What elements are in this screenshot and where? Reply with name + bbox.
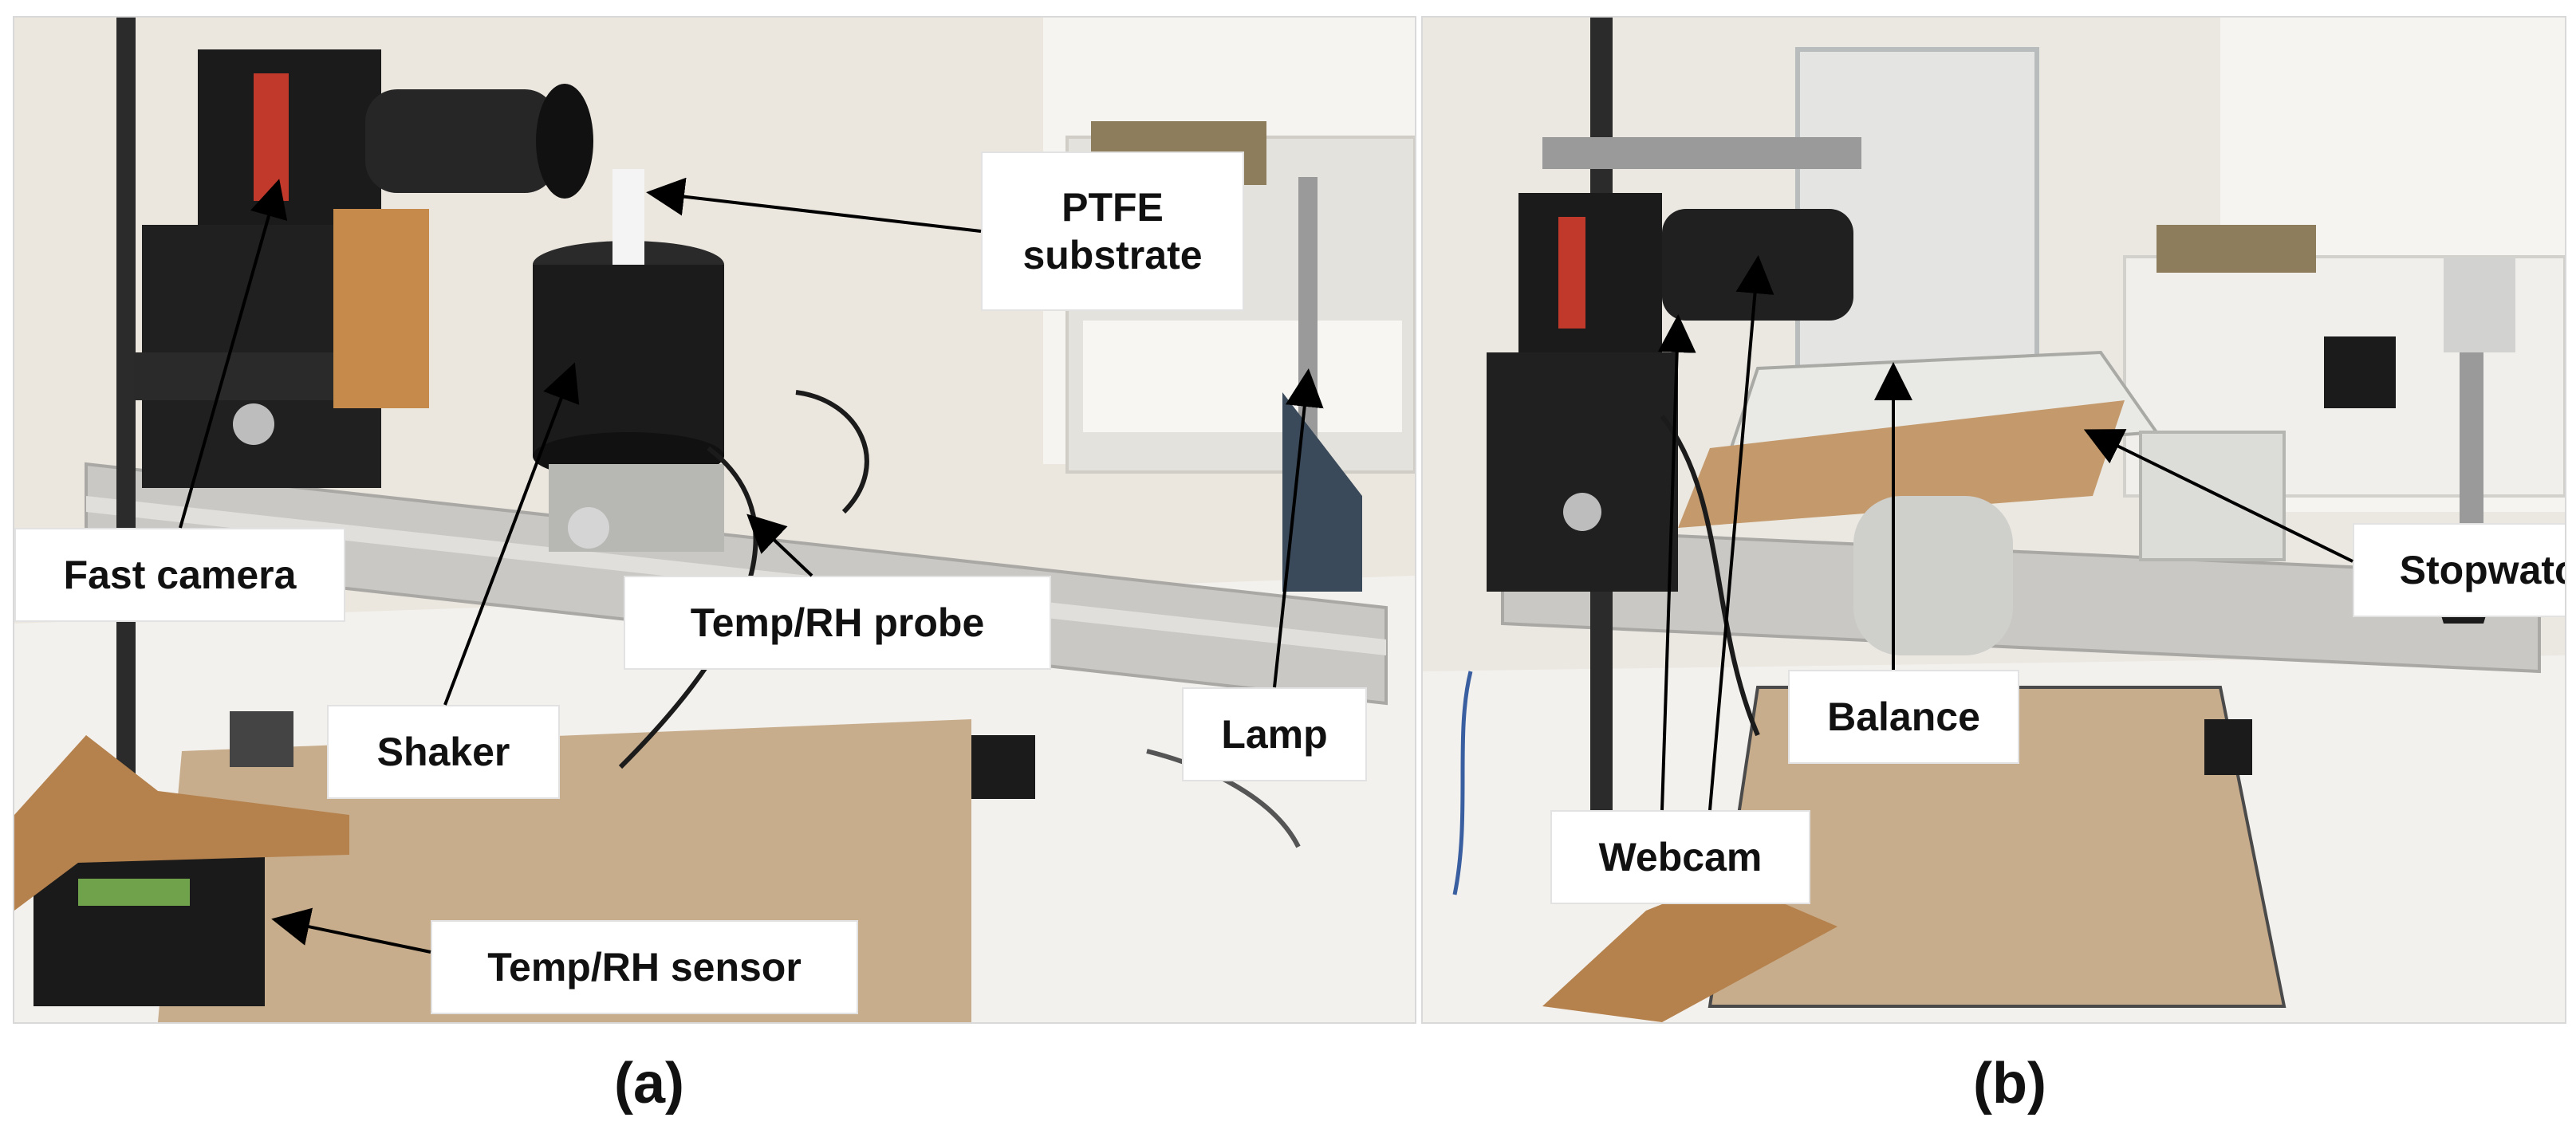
temp-rh-probe-label: Temp/RH probe [624, 576, 1051, 670]
lab-setup-photo-b [1423, 18, 2565, 1022]
shaker-label: Shaker [327, 705, 560, 799]
lamp-label: Lamp [1182, 687, 1367, 781]
photo-panel-a: Fast camera PTFE substrate Temp/RH probe… [13, 16, 1416, 1024]
balance-label: Balance [1788, 670, 2019, 764]
stopwatch-label: Stopwatch [2353, 523, 2565, 617]
ptfe-substrate-label: PTFE substrate [981, 151, 1244, 311]
panel-b-caption: (b) [1973, 1052, 2046, 1115]
photo-panel-b: Stopwatch Balance Webcam [1421, 16, 2566, 1024]
webcam-label: Webcam [1550, 810, 1810, 904]
fast-camera-label: Fast camera [14, 528, 345, 622]
panel-a-caption: (a) [614, 1052, 684, 1115]
temp-rh-sensor-label: Temp/RH sensor [431, 920, 858, 1014]
